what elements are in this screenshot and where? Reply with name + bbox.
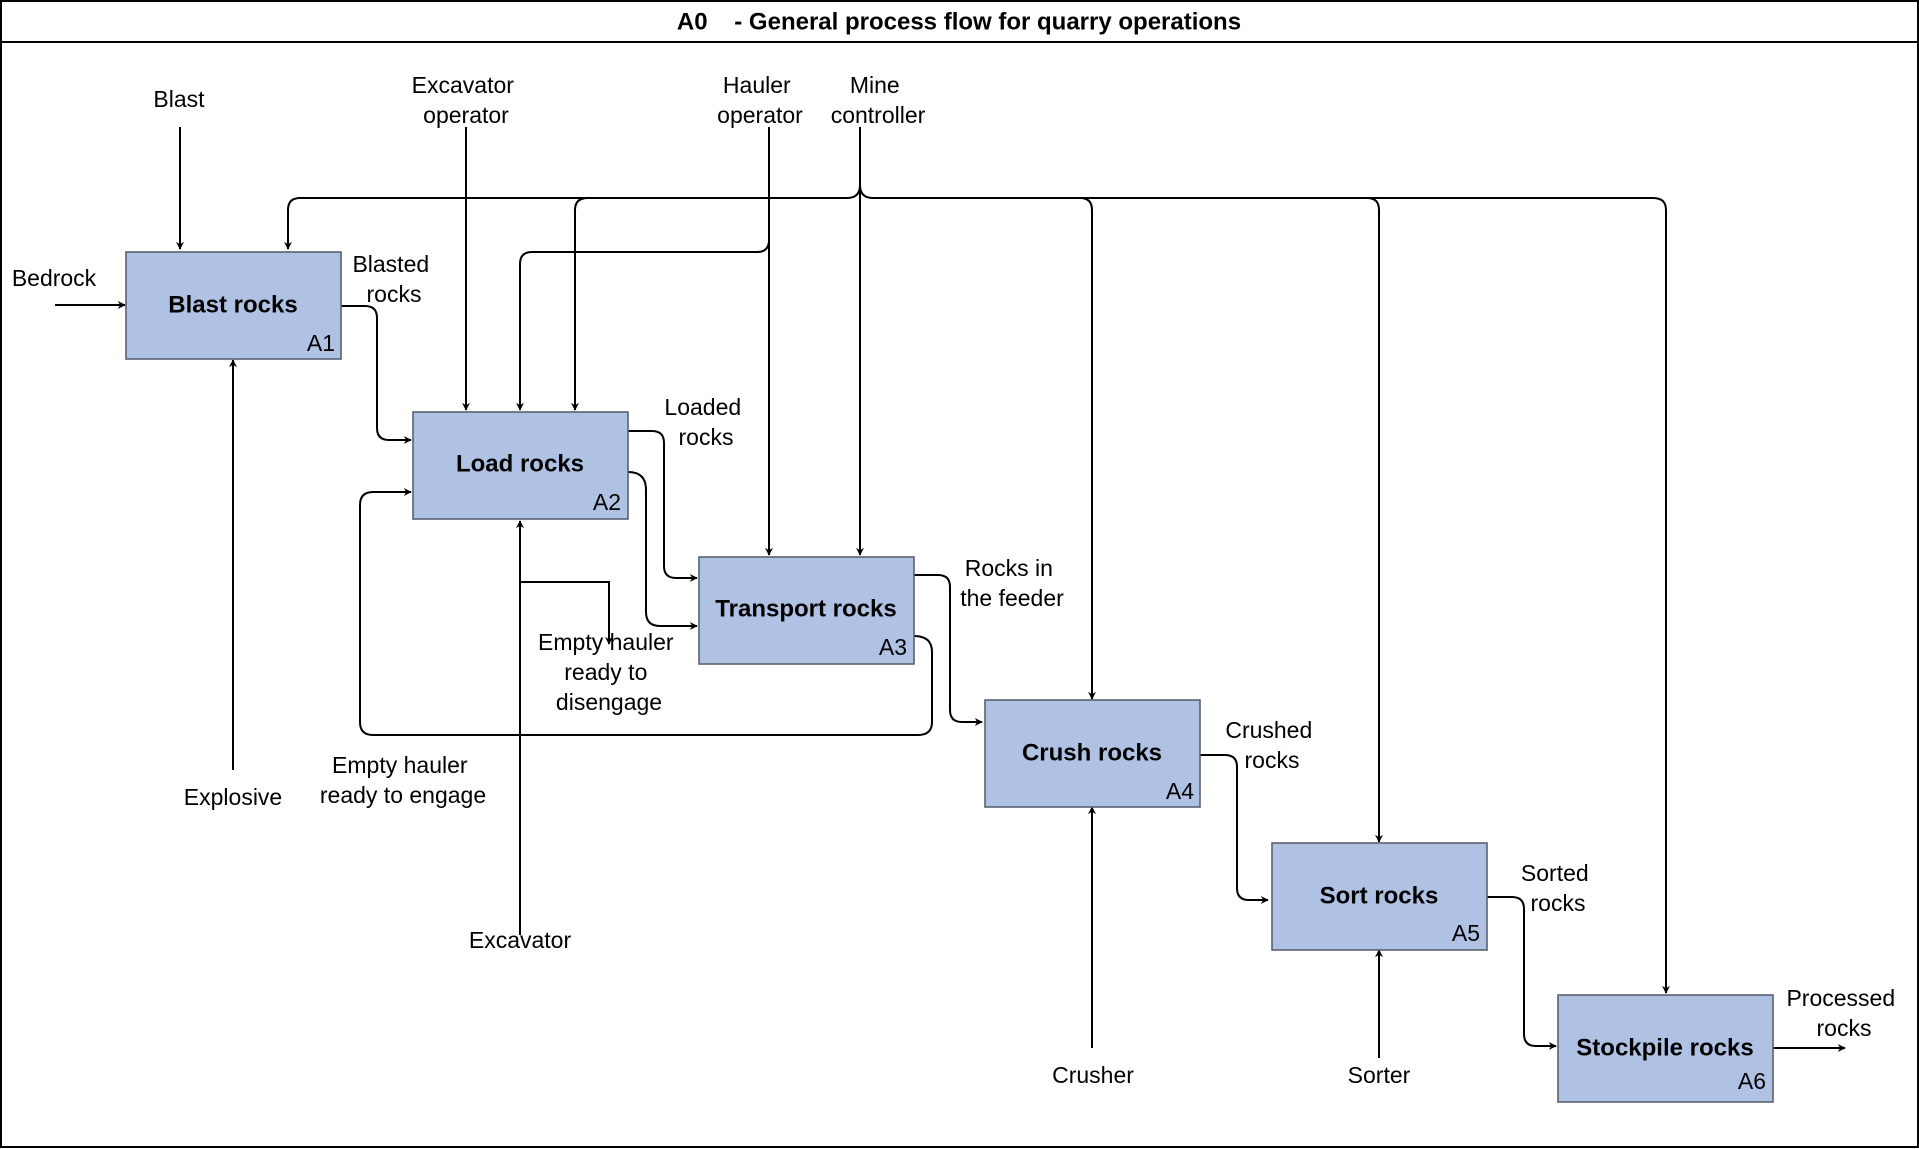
activity-box bbox=[125, 251, 342, 360]
activity-a6[interactable]: Stockpile rocks A6 bbox=[1557, 994, 1774, 1103]
activity-a5[interactable]: Sort rocks A5 bbox=[1271, 842, 1488, 951]
activity-box bbox=[698, 556, 915, 665]
activity-id: A3 bbox=[879, 634, 907, 660]
label-crushed-rocks: Crushed rocks bbox=[1225, 717, 1318, 773]
edge-excavator-side bbox=[520, 581, 613, 645]
label-rocks-in-feeder: Rocks in the feeder bbox=[960, 555, 1064, 611]
label-explosive: Explosive bbox=[184, 784, 282, 810]
activity-name: Load rocks bbox=[456, 451, 584, 478]
label-processed-rocks: Processed rocks bbox=[1786, 985, 1901, 1041]
activity-box bbox=[984, 699, 1201, 808]
label-excavator-operator: Excavator operator bbox=[412, 72, 521, 128]
edge-crushed-rocks bbox=[1200, 754, 1269, 904]
label-sorted-rocks: Sorted rocks bbox=[1521, 860, 1595, 916]
edges bbox=[55, 127, 1846, 1058]
label-empty-hauler-engage: Empty hauler ready to engage bbox=[320, 752, 486, 808]
activity-name: Stockpile rocks bbox=[1576, 1035, 1753, 1062]
activity-box bbox=[412, 411, 629, 520]
label-mine-controller: Mine controller bbox=[831, 72, 926, 128]
label-loaded-rocks: Loaded rocks bbox=[664, 394, 747, 450]
edge-hauler-operator-to-a2 bbox=[516, 127, 770, 411]
activity-id: A2 bbox=[593, 489, 621, 515]
activity-box bbox=[1271, 842, 1488, 951]
label-bedrock: Bedrock bbox=[12, 265, 97, 291]
activity-a4[interactable]: Crush rocks A4 bbox=[984, 699, 1201, 808]
edge-empty-hauler-engage bbox=[359, 488, 933, 736]
label-sorter: Sorter bbox=[1348, 1062, 1411, 1088]
activity-name: Blast rocks bbox=[168, 292, 297, 319]
activity-a1[interactable]: Blast rocks A1 bbox=[125, 251, 342, 360]
label-blasted-rocks: Blasted rocks bbox=[352, 251, 435, 307]
activity-id: A5 bbox=[1452, 920, 1480, 946]
activity-name: Crush rocks bbox=[1022, 740, 1162, 767]
edge-loaded-rocks bbox=[628, 430, 698, 582]
edge-controller-right-to-a6 bbox=[859, 184, 1670, 994]
activity-id: A6 bbox=[1738, 1068, 1766, 1094]
activity-name: Transport rocks bbox=[715, 596, 896, 623]
label-empty-hauler-disengage: Empty hauler ready to disengage bbox=[538, 629, 680, 715]
activity-id: A1 bbox=[307, 330, 335, 356]
label-hauler-operator: Hauler operator bbox=[717, 72, 803, 128]
activity-a2[interactable]: Load rocks A2 bbox=[412, 411, 629, 520]
edge-rocks-in-feeder bbox=[914, 574, 983, 726]
edge-controller-to-a4 bbox=[1079, 197, 1096, 700]
edge-empty-hauler-disengage bbox=[627, 471, 698, 630]
activity-id: A4 bbox=[1166, 778, 1194, 804]
activity-name: Sort rocks bbox=[1320, 883, 1439, 910]
edge-controller-to-a5 bbox=[1366, 197, 1383, 843]
label-blast: Blast bbox=[153, 86, 205, 112]
edge-controller-to-a2 bbox=[571, 197, 589, 411]
edge-blasted-rocks bbox=[341, 305, 412, 444]
flow-labels: Blast Bedrock Explosive Excavator operat… bbox=[12, 72, 1901, 1088]
edge-controller-left-to-a1 bbox=[284, 184, 861, 250]
edge-sorted-rocks bbox=[1487, 896, 1557, 1050]
label-excavator: Excavator bbox=[469, 927, 572, 953]
activity-a3[interactable]: Transport rocks A3 bbox=[698, 556, 915, 665]
activity-box bbox=[1557, 994, 1774, 1103]
label-crusher: Crusher bbox=[1052, 1062, 1134, 1088]
diagram-title: A0 - General process flow for quarry ope… bbox=[677, 9, 1241, 36]
